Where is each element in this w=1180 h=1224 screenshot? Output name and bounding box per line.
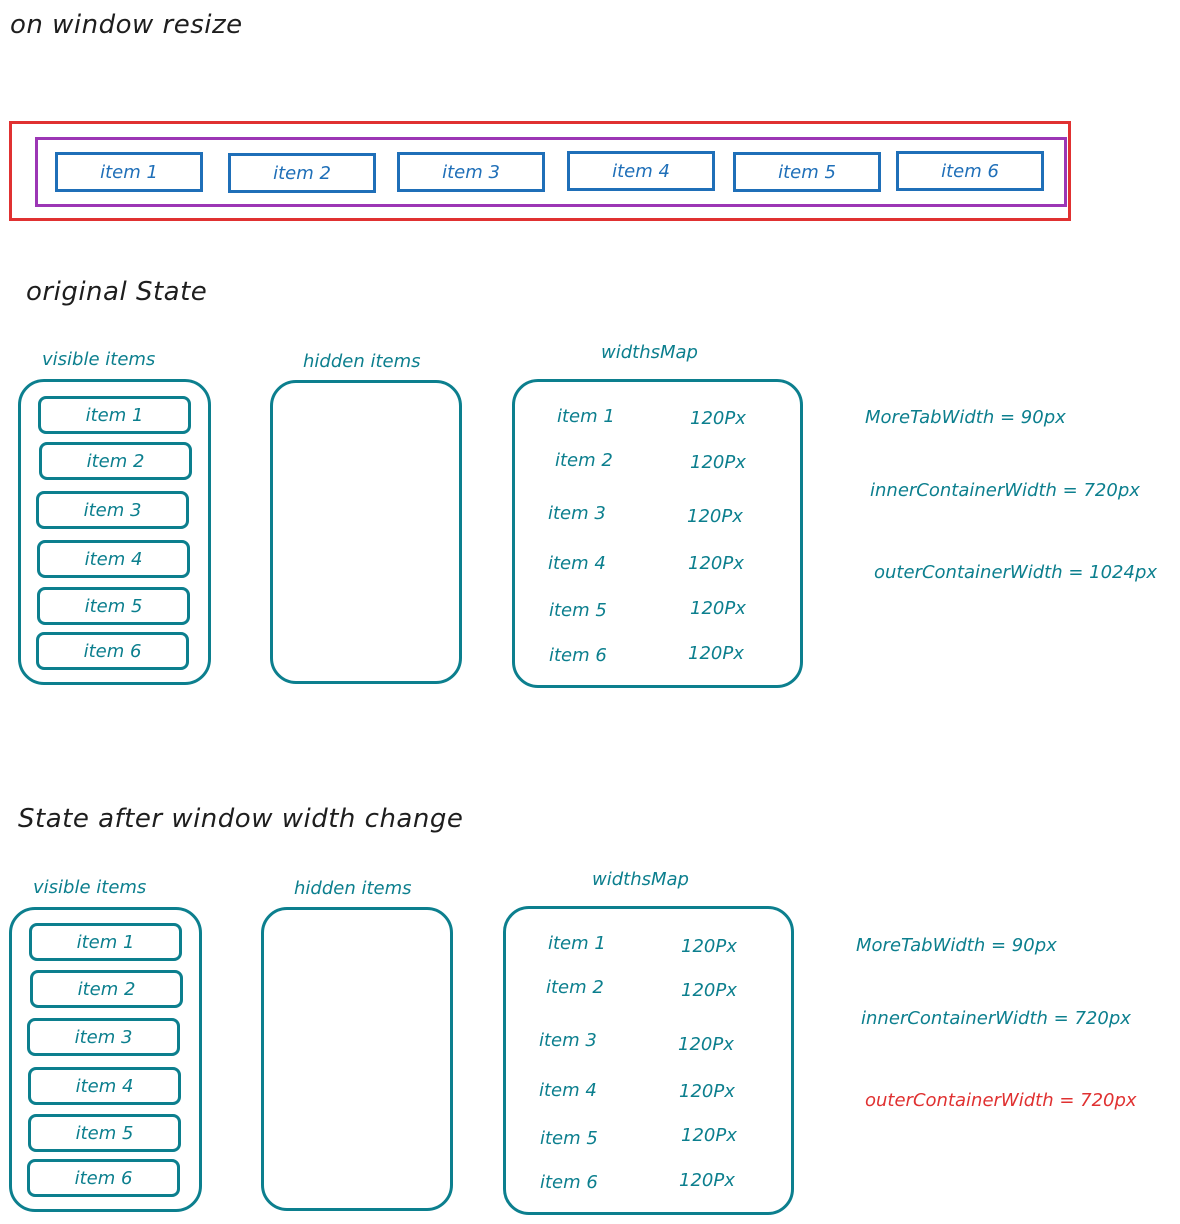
after-widths-label: widthsMap — [592, 869, 689, 890]
after-widths-name-1: item 1 — [548, 933, 606, 954]
nav-item-5: item 5 — [733, 152, 881, 192]
after-inner-container-width: innerContainerWidth = 720px — [861, 1008, 1131, 1029]
original-more-tab-width: MoreTabWidth = 90px — [865, 407, 1066, 428]
after-widths-name-2: item 2 — [546, 977, 604, 998]
nav-item-6: item 6 — [896, 151, 1044, 191]
original-visible-box — [18, 379, 211, 685]
original-visible-item-1: item 1 — [38, 396, 191, 434]
original-widths-value-4: 120Px — [688, 553, 744, 574]
after-widths-name-6: item 6 — [540, 1172, 598, 1193]
inner-container — [35, 137, 1067, 207]
original-heading: original State — [26, 277, 208, 307]
after-visible-box — [9, 907, 202, 1212]
original-widths-value-2: 120Px — [690, 452, 746, 473]
original-outer-container-width: outerContainerWidth = 1024px — [874, 562, 1158, 583]
original-widths-name-1: item 1 — [557, 406, 615, 427]
after-widths-name-5: item 5 — [540, 1128, 598, 1149]
original-visible-item-2: item 2 — [39, 442, 192, 480]
original-widths-value-5: 120Px — [690, 598, 746, 619]
original-widths-label: widthsMap — [601, 342, 698, 363]
after-visible-item-6: item 6 — [27, 1159, 180, 1197]
original-visible-item-4: item 4 — [37, 540, 190, 578]
after-visible-item-4: item 4 — [28, 1067, 181, 1105]
page-title: on window resize — [10, 10, 243, 40]
original-visible-item-6: item 6 — [36, 632, 189, 670]
after-visible-item-2: item 2 — [30, 970, 183, 1008]
after-widths-value-5: 120Px — [681, 1125, 737, 1146]
original-widths-name-5: item 5 — [549, 600, 607, 621]
original-visible-item-3: item 3 — [36, 491, 189, 529]
outer-container — [9, 121, 1071, 221]
after-outer-container-width: outerContainerWidth = 720px — [865, 1090, 1137, 1111]
original-widths-name-6: item 6 — [549, 645, 607, 666]
after-widths-box — [503, 906, 794, 1215]
nav-item-4: item 4 — [567, 151, 715, 191]
original-widths-value-6: 120Px — [688, 643, 744, 664]
after-visible-item-3: item 3 — [27, 1018, 180, 1056]
after-widths-value-3: 120Px — [678, 1034, 734, 1055]
original-widths-box — [512, 379, 803, 688]
original-widths-name-4: item 4 — [548, 553, 606, 574]
after-more-tab-width: MoreTabWidth = 90px — [856, 935, 1057, 956]
after-widths-value-4: 120Px — [679, 1081, 735, 1102]
after-hidden-label: hidden items — [294, 878, 412, 899]
after-hidden-box — [261, 907, 453, 1211]
original-widths-value-3: 120Px — [687, 506, 743, 527]
after-visible-item-5: item 5 — [28, 1114, 181, 1152]
nav-item-2: item 2 — [228, 153, 376, 193]
original-visible-item-5: item 5 — [37, 587, 190, 625]
original-widths-name-2: item 2 — [555, 450, 613, 471]
nav-item-3: item 3 — [397, 152, 545, 192]
after-heading: State after window width change — [18, 804, 464, 834]
after-widths-value-2: 120Px — [681, 980, 737, 1001]
original-hidden-box — [270, 380, 462, 684]
after-widths-name-3: item 3 — [539, 1030, 597, 1051]
original-inner-container-width: innerContainerWidth = 720px — [870, 480, 1140, 501]
after-visible-item-1: item 1 — [29, 923, 182, 961]
original-hidden-label: hidden items — [303, 351, 421, 372]
after-widths-value-1: 120Px — [681, 936, 737, 957]
original-widths-name-3: item 3 — [548, 503, 606, 524]
nav-item-1: item 1 — [55, 152, 203, 192]
after-widths-name-4: item 4 — [539, 1080, 597, 1101]
original-visible-label: visible items — [42, 349, 156, 370]
original-widths-value-1: 120Px — [690, 408, 746, 429]
after-visible-label: visible items — [33, 877, 147, 898]
after-widths-value-6: 120Px — [679, 1170, 735, 1191]
